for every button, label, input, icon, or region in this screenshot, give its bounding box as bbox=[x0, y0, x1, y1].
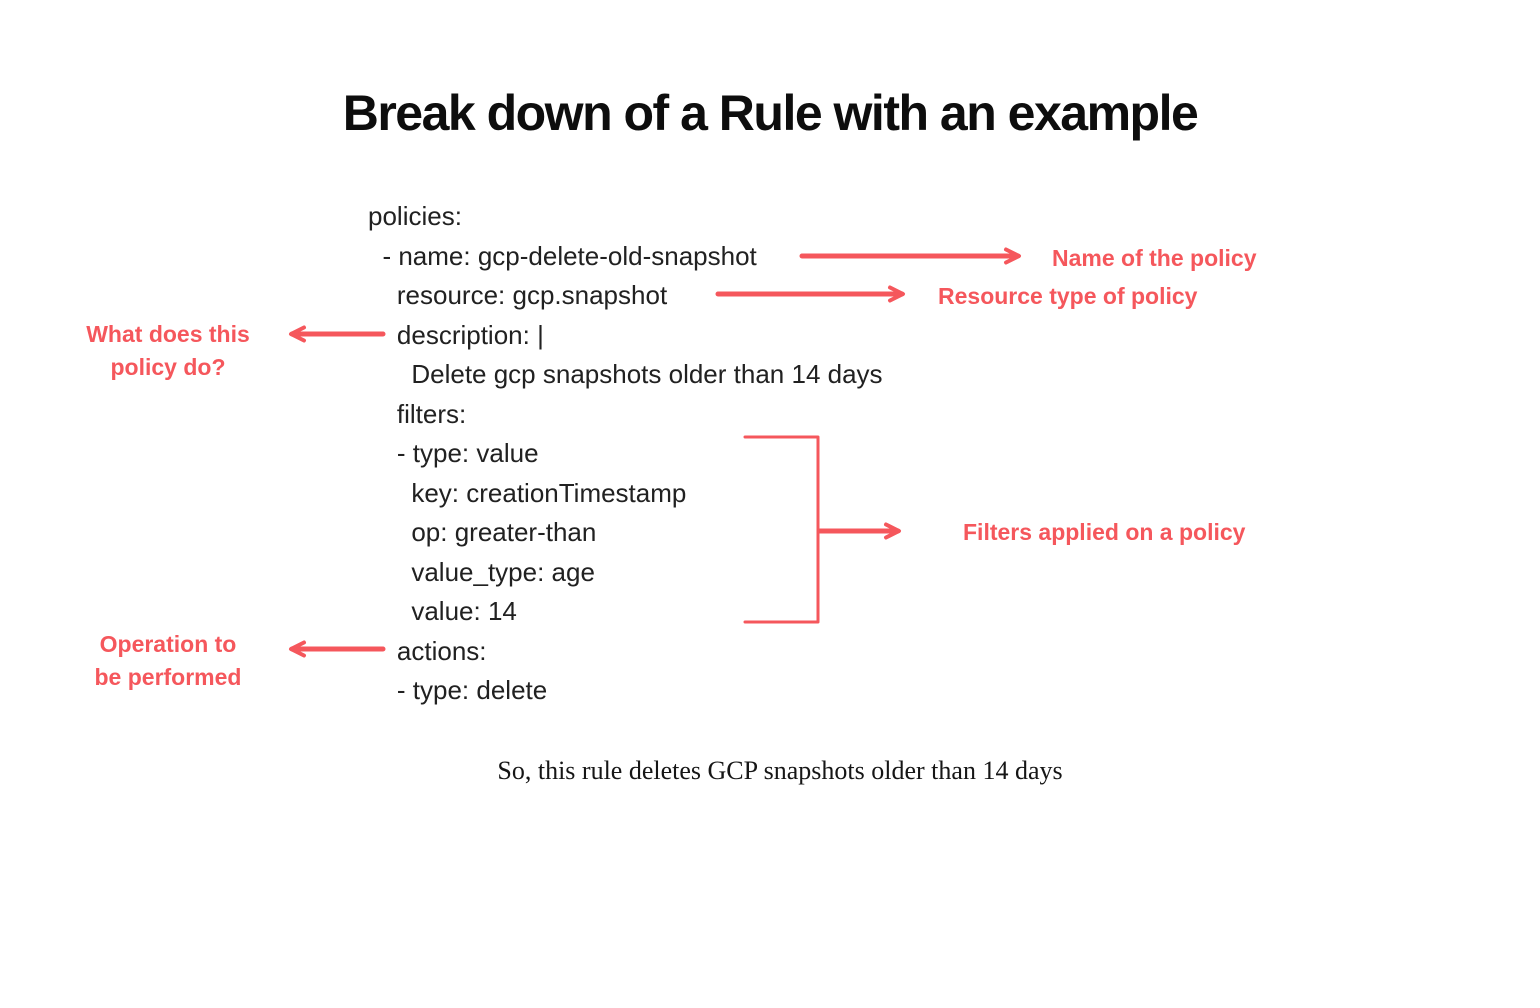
code-line-filters: filters: bbox=[368, 398, 467, 429]
yaml-code-block: policies: - name: gcp-delete-old-snapsho… bbox=[368, 197, 883, 711]
code-line-description: description: | bbox=[368, 319, 544, 350]
code-line-actions: actions: bbox=[368, 635, 487, 666]
code-line-name: - name: gcp-delete-old-snapshot bbox=[368, 240, 757, 271]
label-filters-applied: Filters applied on a policy bbox=[963, 519, 1246, 545]
code-line-action-type: - type: delete bbox=[368, 675, 548, 705]
code-line-desc-text: Delete gcp snapshots older than 14 days bbox=[368, 359, 883, 389]
label-operation: Operation to be performed bbox=[94, 631, 242, 690]
label-resource-type: Resource type of policy bbox=[938, 283, 1198, 309]
page-title: Break down of a Rule with an example bbox=[342, 85, 1199, 141]
code-line-resource: resource: gcp.snapshot bbox=[368, 280, 668, 310]
summary-caption: So, this rule deletes GCP snapshots olde… bbox=[497, 756, 1063, 785]
code-line-filter-op: op: greater-than bbox=[368, 517, 597, 547]
label-policy-description: What does this policy do? bbox=[86, 321, 250, 380]
code-line-value-type: value_type: age bbox=[368, 556, 595, 587]
code-line-filter-type: - type: value bbox=[368, 438, 539, 468]
code-line-filter-key: key: creationTimestamp bbox=[368, 477, 687, 508]
code-line-policies: policies: bbox=[368, 201, 462, 231]
label-name-of-policy: Name of the policy bbox=[1052, 245, 1257, 271]
code-line-value: value: 14 bbox=[368, 596, 517, 626]
